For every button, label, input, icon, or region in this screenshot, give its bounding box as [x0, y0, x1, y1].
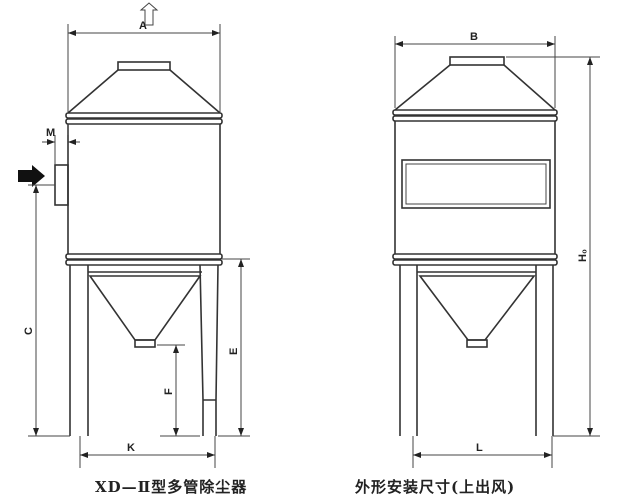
dimension-labels: A B M K L C E F H₀ — [23, 20, 589, 454]
caption-install-dimensions: 外形安装尺寸(上出风) — [355, 478, 516, 496]
outlet-arrow-icon — [139, 2, 159, 26]
dust-collector-right — [392, 56, 558, 436]
label-f: F — [163, 388, 175, 395]
dust-collector-left — [18, 2, 223, 436]
caption-model: XD—Ⅱ型多管除尘器 — [95, 478, 248, 496]
access-window — [401, 159, 551, 209]
label-e: E — [228, 348, 240, 355]
inlet-arrow-icon — [18, 165, 45, 187]
label-k: K — [127, 442, 135, 454]
label-l: L — [476, 442, 483, 454]
dimension-lines — [28, 24, 600, 468]
label-h0: H₀ — [577, 249, 589, 262]
inlet-pipe — [54, 164, 69, 206]
label-m: M — [46, 127, 55, 139]
label-c: C — [23, 327, 35, 335]
label-b: B — [470, 31, 478, 43]
label-a: A — [139, 20, 147, 32]
